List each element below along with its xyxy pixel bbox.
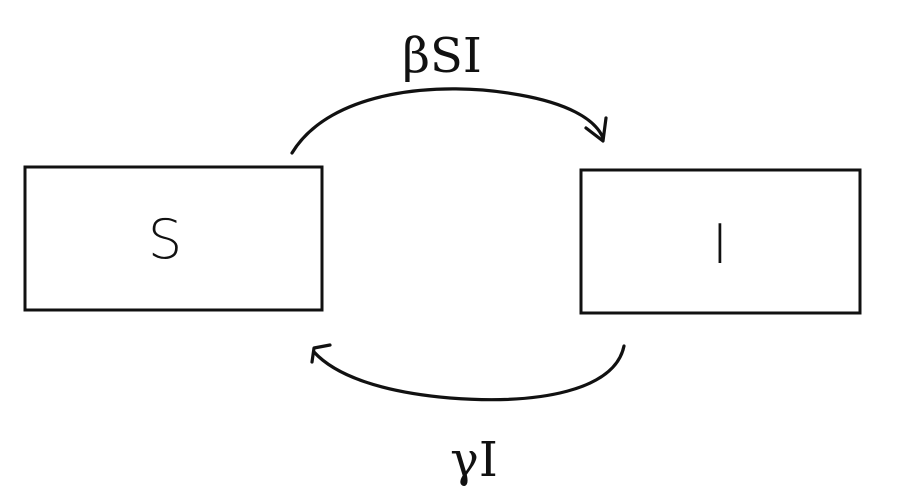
infection-arrow-curve xyxy=(290,87,605,155)
node-i-box xyxy=(579,168,862,315)
recovery-arrowhead xyxy=(310,343,332,364)
edge-infection: βSI xyxy=(290,28,608,155)
infection-arrowhead xyxy=(584,116,608,143)
node-i: I xyxy=(579,168,862,315)
infection-rate-label: βSI xyxy=(402,28,482,84)
node-s-label: S xyxy=(148,208,182,271)
recovery-arrow-curve xyxy=(312,344,626,402)
node-s: S xyxy=(23,165,324,312)
node-i-label: I xyxy=(712,213,728,276)
recovery-rate-label: γI xyxy=(450,432,498,488)
node-s-box xyxy=(23,165,324,312)
edge-recovery: γI xyxy=(310,343,626,488)
